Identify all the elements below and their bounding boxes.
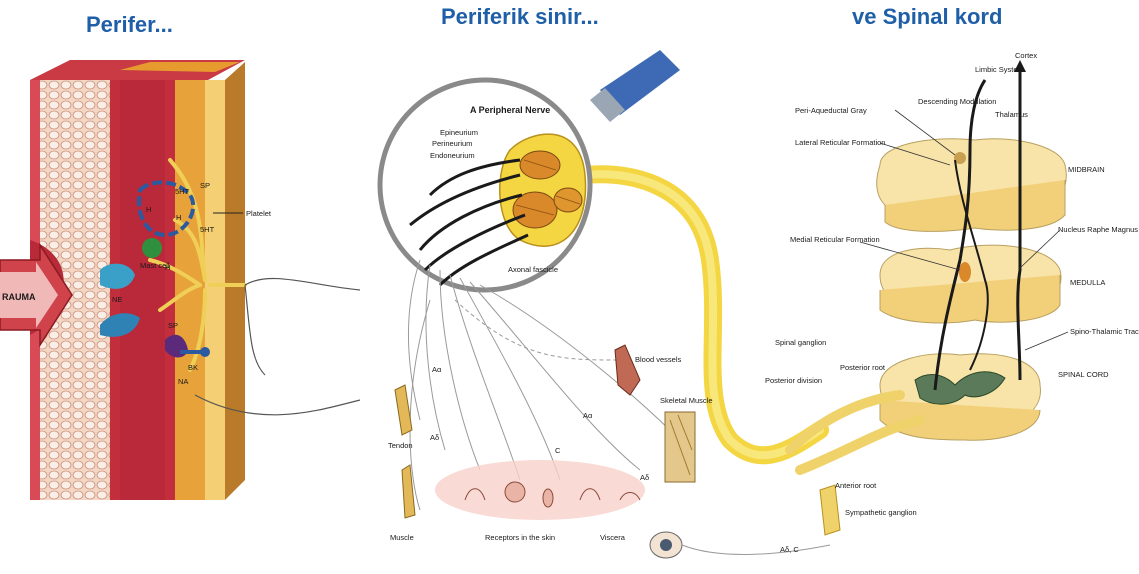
- viscera: [650, 532, 830, 558]
- sympathetic-ganglion: [820, 485, 840, 535]
- fiber-label-aa-2: Aα: [583, 411, 593, 420]
- posterior-root-label: Posterior root: [840, 363, 886, 372]
- 5ht-label-1: 5HT: [175, 187, 190, 196]
- axonal-fascicle-label: Axonal fascicle: [508, 265, 558, 274]
- skeletal-muscle-label: Skeletal Muscle: [660, 396, 713, 405]
- receptors-label: Receptors in the skin: [485, 533, 555, 542]
- posterior-division-label: Posterior division: [765, 376, 822, 385]
- fiber-label-c: C: [555, 446, 561, 455]
- skin-receptors: [435, 460, 645, 520]
- thalamus-label: Thalamus: [995, 110, 1028, 119]
- 5ht-label-2: 5HT: [200, 225, 215, 234]
- na-label: NA: [178, 377, 188, 386]
- bk-label: BK: [188, 363, 198, 372]
- fiber-label-ad-2: Aδ: [640, 473, 649, 482]
- spinal-ganglion-label: Spinal ganglion: [775, 338, 826, 347]
- stt-label: Spino-Thalamic Tract: [1070, 327, 1139, 336]
- nrm-label: Nucleus Raphe Magnus: [1058, 225, 1138, 234]
- spinal-cord-label: SPINAL CORD: [1058, 370, 1109, 379]
- anterior-root-label: Anterior root: [835, 481, 877, 490]
- nerve-trunk: [585, 174, 820, 455]
- peripheral-nerve-title: A Peripheral Nerve: [470, 105, 550, 115]
- sympathetic-ganglion-label: Sympathetic ganglion: [845, 508, 917, 517]
- lrf-label: Lateral Reticular Formation: [795, 138, 885, 147]
- medulla-label: MEDULLA: [1070, 278, 1105, 287]
- h-label-3: H: [165, 263, 170, 272]
- muscle: [402, 465, 415, 518]
- skeletal-muscle: [665, 412, 695, 482]
- cortex-label: Cortex: [1015, 51, 1037, 60]
- platelet-label: Platelet: [246, 209, 272, 218]
- descending-label: Descending Modulation: [918, 97, 996, 106]
- endoneurium-label: Endoneurium: [430, 151, 475, 160]
- mrf-label: Medial Reticular Formation: [790, 235, 880, 244]
- limbic-label: Limbic System: [975, 65, 1024, 74]
- tendon: [395, 385, 412, 435]
- medulla: [880, 245, 1061, 323]
- cns-tracts: [935, 80, 1020, 390]
- nerve-cross-section: [500, 134, 586, 246]
- viscera-label: Viscera: [600, 533, 626, 542]
- fiber-label-ad: Aδ: [430, 433, 439, 442]
- ne-label: NE: [112, 295, 122, 304]
- fiber-label-ad-c: Aδ, C: [780, 545, 799, 554]
- h-label-1: H: [146, 205, 151, 214]
- muscle-label: Muscle: [390, 533, 414, 542]
- sp-label-2: SP: [168, 321, 178, 330]
- sp-label-1: SP: [200, 181, 210, 190]
- perineurium-label: Perineurium: [432, 139, 472, 148]
- magnifier-handle: [590, 50, 680, 122]
- epineurium-label: Epineurium: [440, 128, 478, 137]
- tendon-label: Tendon: [388, 441, 413, 450]
- blood-vessels-label: Blood vessels: [635, 355, 682, 364]
- fiber-label-aa: Aα: [432, 365, 442, 374]
- h-label-2: H: [176, 213, 181, 222]
- pag-label: Peri-Aqueductal Gray: [795, 106, 867, 115]
- midbrain-label: MIDBRAIN: [1068, 165, 1105, 174]
- blood-vessel: [615, 345, 640, 395]
- trauma-label: RAUMA: [2, 292, 36, 302]
